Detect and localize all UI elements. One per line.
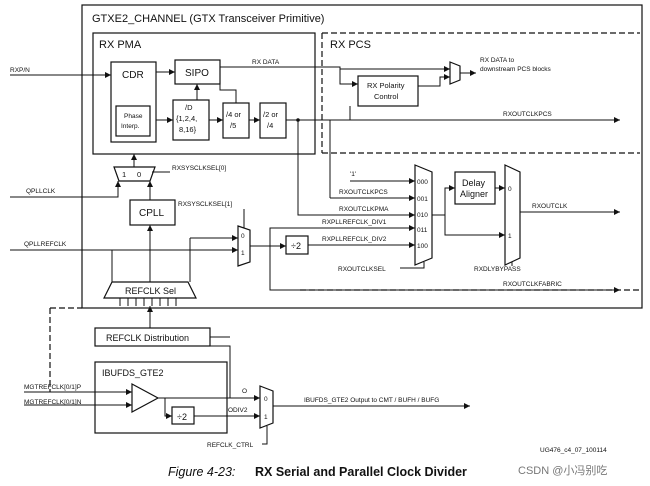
delay-aligner-block <box>454 171 496 205</box>
rx-pcs-box <box>321 32 640 154</box>
mux-100: 100 <box>417 243 428 250</box>
rxdlybypass-label: RXDLYBYPASS <box>474 266 521 273</box>
rx-data-label: RX DATA <box>252 59 280 66</box>
mux-010: 010 <box>417 212 428 219</box>
rxsysclksel0-label: RXSYSCLKSEL[0] <box>172 165 226 172</box>
qpllclk-wire <box>10 181 121 198</box>
mux-dly-0: 0 <box>508 186 512 193</box>
rx-pcs-label: RX PCS <box>330 39 371 51</box>
ibufds-out-mux <box>259 385 274 429</box>
rxoutclkpcs-top-label: RXOUTCLKPCS <box>503 111 552 118</box>
rxpllrefclk-div1-label: RXPLLREFCLK_DIV1 <box>322 219 387 226</box>
refclk-sel-label: REFCLK Sel <box>125 286 176 296</box>
mux-000: 000 <box>417 179 428 186</box>
mux-dly-1: 1 <box>508 233 512 240</box>
rx-data-mux <box>449 61 461 85</box>
div-4or5-label-1: /4 or <box>226 110 242 119</box>
watermark: CSDN @小冯别吃 <box>518 464 607 477</box>
cpll-label: CPLL <box>139 208 164 219</box>
mux-sel1-0: 0 <box>241 233 245 240</box>
rx-polarity-label-2: Control <box>374 92 399 101</box>
div-d-block <box>172 99 210 141</box>
rxoutclkpcs-label: RXOUTCLKPCS <box>339 189 388 196</box>
channel-title: GTXE2_CHANNEL (GTX Transceiver Primitive… <box>92 13 324 25</box>
rxoutclksel-label: RXOUTCLKSEL <box>338 266 386 273</box>
div-2or4-label-1: /2 or <box>263 110 279 119</box>
mux-ib-1: 1 <box>264 414 268 421</box>
delay-aligner-label-2: Aligner <box>460 189 488 199</box>
mgtrefclk-p-label: MGTREFCLK[0/1]P <box>24 384 81 391</box>
rxsysclksel1-mux <box>237 225 251 267</box>
rx-polarity-label-1: RX Polarity <box>367 81 405 90</box>
phase-interp-block <box>115 105 151 137</box>
rxoutclksel-mux <box>414 164 433 266</box>
div-4or5-block <box>222 102 250 139</box>
phase-interp-label-1: Phase <box>124 113 143 120</box>
qpllrefclk-label: QPLLREFCLK <box>24 241 67 248</box>
cdr-label: CDR <box>122 70 144 81</box>
div-d-label-3: 8,16} <box>179 125 197 134</box>
rx-data-to-label-1: RX DATA to <box>480 57 514 64</box>
rx-pma-label: RX PMA <box>99 39 142 51</box>
ibufds-buffer <box>131 382 160 414</box>
refclk-ctrl-label: REFCLK_CTRL <box>207 442 254 449</box>
div2-label-b: ÷2 <box>177 412 187 422</box>
mux-sel1-1: 1 <box>241 250 245 257</box>
div2-label-a: ÷2 <box>291 241 301 251</box>
div-d-label-2: {1,2,4, <box>176 114 197 123</box>
rxpn-label: RXP/N <box>10 67 30 74</box>
rxsysclksel1-label: RXSYSCLKSEL[1] <box>178 201 232 208</box>
refclk-distribution-label: REFCLK Distribution <box>106 333 189 343</box>
ibufds-label: IBUFDS_GTE2 <box>102 368 164 378</box>
one-const-label: '1' <box>350 171 356 178</box>
mux-sel0-0: 0 <box>137 170 141 179</box>
cpll-block <box>129 199 176 226</box>
figure-id: UG476_c4_07_100114 <box>540 447 607 454</box>
rxoutclkfabric-label: RXOUTCLKFABRIC <box>503 281 562 288</box>
rxoutclk-label: RXOUTCLK <box>532 203 568 210</box>
rxpllrefclk-div2-label: RXPLLREFCLK_DIV2 <box>322 236 387 243</box>
rxoutclkpma-label: RXOUTCLKPMA <box>339 206 389 213</box>
rxdlybypass-mux <box>504 164 521 266</box>
mux-011: 011 <box>417 227 428 234</box>
caption-figure: Figure 4-23: <box>168 465 235 479</box>
delay-aligner-label-1: Delay <box>462 178 486 188</box>
ibufds-out-label: IBUFDS_GTE2 Output to CMT / BUFH / BUFG <box>304 397 439 404</box>
phase-interp-label-2: Interp. <box>121 123 140 130</box>
mux-sel0-1: 1 <box>122 170 126 179</box>
sipo-label: SIPO <box>185 68 209 79</box>
mux-ib-0: 0 <box>264 396 268 403</box>
o-label: O <box>242 388 247 395</box>
refclk-sel-block <box>103 281 197 299</box>
odiv2-label: ODIV2 <box>228 407 248 414</box>
caption-title: RX Serial and Parallel Clock Divider <box>255 465 467 479</box>
div-4or5-label-2: /5 <box>230 121 236 130</box>
div-d-label-1: /D <box>185 103 193 112</box>
div-2or4-label-2: /4 <box>267 121 273 130</box>
mux-001: 001 <box>417 196 428 203</box>
mgtrefclk-n-label: MGTREFCLK[0/1]N <box>24 399 82 406</box>
rx-data-to-label-2: downstream PCS blocks <box>480 66 552 73</box>
qpllclk-label: QPLLCLK <box>26 188 56 195</box>
rxsysclksel0-mux <box>113 166 156 182</box>
rx-polarity-block <box>357 75 419 107</box>
